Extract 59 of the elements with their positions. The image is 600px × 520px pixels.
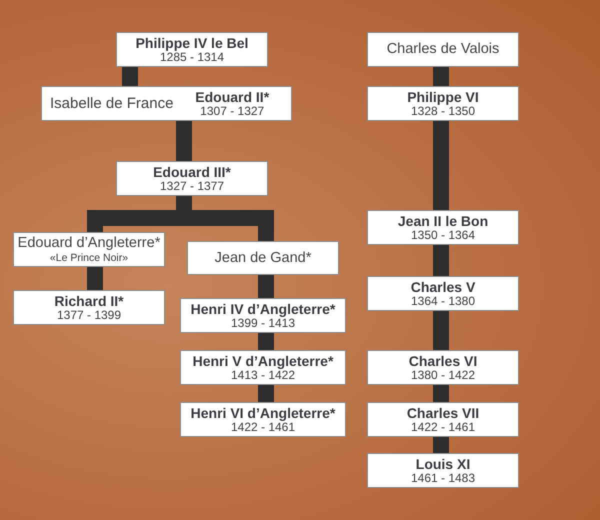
person-box <box>180 350 346 385</box>
connector-line <box>176 121 192 161</box>
person-name: Louis XI <box>416 457 470 472</box>
reign-dates: 1350 - 1364 <box>410 229 476 241</box>
person-name: Jean de Gand* <box>214 250 312 266</box>
connector-line <box>87 267 103 290</box>
person-box <box>367 402 519 437</box>
connector-line <box>258 275 274 298</box>
person-box <box>367 453 519 488</box>
person-box <box>116 32 268 67</box>
person-name: Philippe IV le Bel <box>136 36 248 51</box>
connector-line <box>258 333 274 350</box>
spouse-name: Isabelle de France <box>50 95 174 112</box>
reign-dates: 1380 - 1422 <box>410 369 476 381</box>
person-box <box>13 290 165 325</box>
connector-line <box>433 245 449 276</box>
reign-dates: 1285 - 1314 <box>160 51 224 63</box>
reign-dates: 1328 - 1350 <box>410 105 476 117</box>
person-name: Philippe VI <box>407 90 479 105</box>
reign-dates: 1422 - 1461 <box>230 421 296 433</box>
person-name: Charles VI <box>408 354 478 369</box>
person-name: Charles VII <box>406 406 480 421</box>
connector-line <box>433 121 449 210</box>
person-box <box>367 210 519 245</box>
connector-line <box>122 67 138 86</box>
reign-dates: 1413 - 1422 <box>230 369 296 381</box>
person-box <box>13 232 165 267</box>
nickname: «Le Prince Noir» <box>50 252 128 264</box>
reign-dates: 1422 - 1461 <box>410 421 476 433</box>
connector-line <box>433 67 449 86</box>
person-name: Richard II* <box>54 294 124 309</box>
reign-dates: 1461 - 1483 <box>410 472 476 484</box>
person-name: Edouard III* <box>153 165 231 180</box>
connector-line <box>258 385 274 402</box>
reign-dates: 1377 - 1399 <box>56 309 122 321</box>
person-box <box>367 350 519 385</box>
reign-dates: 1327 - 1377 <box>160 180 224 192</box>
person-box <box>116 161 268 196</box>
person-name: Henri VI d’Angleterre* <box>190 406 336 421</box>
person-name: Edouard d’Angleterre* <box>18 235 160 252</box>
connector-line <box>433 311 449 350</box>
person-box <box>367 32 519 67</box>
person-box <box>367 86 519 121</box>
person-box <box>41 86 292 121</box>
person-box <box>187 241 339 275</box>
connector-line <box>433 385 449 402</box>
reign-dates: 1307 - 1327 <box>200 105 264 117</box>
person-name: Jean II le Bon <box>398 214 488 229</box>
person-box <box>367 276 519 311</box>
person-name: Henri IV d’Angleterre* <box>190 302 336 317</box>
person-name: Edouard II* <box>195 90 270 105</box>
reign-dates: 1399 - 1413 <box>230 317 296 329</box>
reign-dates: 1364 - 1380 <box>410 295 476 307</box>
person-box <box>180 402 346 437</box>
person-name: Henri V d’Angleterre* <box>192 354 334 369</box>
person-name: Charles de Valois <box>386 41 500 58</box>
connector-line <box>433 437 449 453</box>
person-box <box>180 298 346 333</box>
person-name: Charles V <box>410 280 476 295</box>
